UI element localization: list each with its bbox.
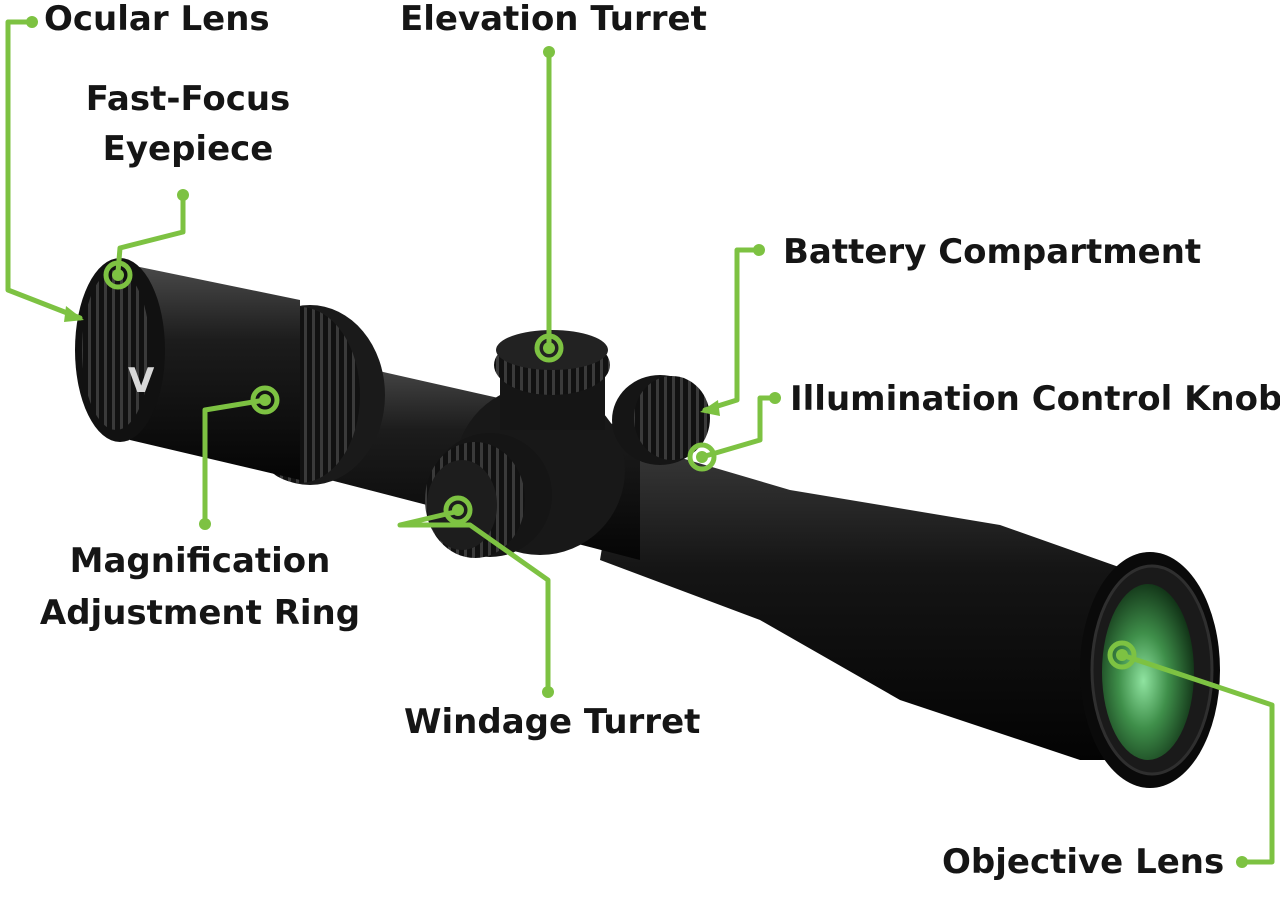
windage-turret-label: Windage Turret [404,702,701,742]
callout-lines [5,19,1275,865]
fast-focus-eyepiece-label: Fast-Focus Eyepiece [78,80,298,168]
illumination-knob-knurl [634,376,710,460]
windage-turret-leader [397,509,551,693]
ocular-lens-leader [5,19,83,321]
objective-lens-target-center [1116,649,1128,661]
battery-compartment-label: Battery Compartment [783,232,1202,272]
callout-targets [103,260,1137,670]
objective-lens-target [1107,640,1137,670]
fast-focus-eyepiece-label-line-2: Eyepiece [102,129,274,170]
eyepiece-body [130,265,300,480]
callout-target-centers [112,269,1128,661]
callout-arrowheads [64,306,720,416]
fast-focus-target [103,260,133,290]
illumination-knob-leader [699,395,776,460]
objective-lens-glass [1102,584,1194,760]
objective-lens-leader [1119,652,1275,865]
objective-lens-label: Objective Lens [942,842,1225,882]
magnification-ring-target-center [259,394,271,406]
magnification-adjustment-ring-label-line-2: Adjustment Ring [39,593,361,634]
magnification-ring-target [250,385,280,415]
fast-focus-target-center [112,269,124,281]
fast-focus-dot [177,189,189,201]
vortex-v-logo-icon: V [128,361,155,401]
objective-bell [600,440,1175,760]
objective-lens-dot [1236,856,1248,868]
callout-dots [26,16,1248,868]
magnification-adjustment-ring-label: Magnification Adjustment Ring [30,542,370,632]
windage-turret-target-center [452,504,464,516]
elevation-turret-dot [543,46,555,58]
battery-compartment-arrowhead [700,400,720,416]
ocular-lens-rim [82,270,150,430]
illumination-knob-target-center [696,451,708,463]
ocular-lens-arrowhead [64,306,84,322]
battery-compartment-dot [753,244,765,256]
battery-compartment-leader [702,247,760,413]
magnification-ring-dot [199,518,211,530]
elevation-turret-target-center [543,342,555,354]
illumination-control-knob-label: Illumination Control Knob [790,379,1280,419]
ocular-lens-dot [26,16,38,28]
illumination-knob-dot [769,392,781,404]
magnification-adjustment-ring-label-line-1: Magnification [69,541,331,581]
fast-focus-eyepiece-label-line-1: Fast-Focus [85,79,291,119]
ocular-lens-label: Ocular Lens [44,0,270,39]
elevation-turret-label: Elevation Turret [400,0,707,39]
magnification-ring-leader [202,397,268,527]
elevation-turret-target [534,333,564,363]
fast-focus-leader [115,192,186,275]
windage-turret-dot [542,686,554,698]
windage-turret-target [443,495,473,525]
illumination-knob-target [687,442,717,472]
